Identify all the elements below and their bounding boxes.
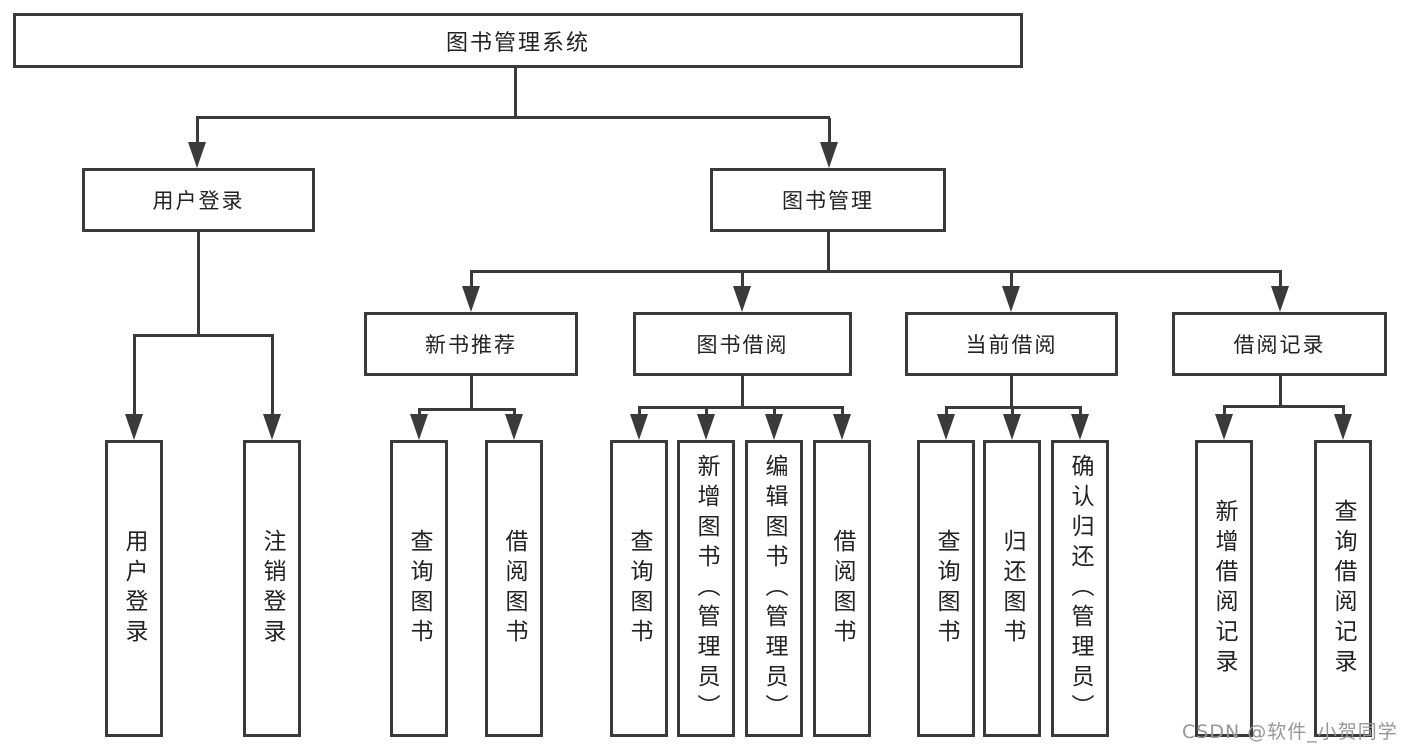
leaf-logout: 注销登录 [243,440,301,737]
connector-section-stub [1010,376,1013,408]
arrow-down-icon [1003,414,1021,440]
connector-drop [133,336,136,416]
connector-group-bar [638,406,844,409]
arrow-down-icon [125,414,143,440]
connector-drop [1079,408,1082,416]
connector-drop [1010,272,1013,288]
connector-drop [773,408,776,416]
leaf-search-borrow-record: 查询借阅记录 [1314,440,1372,737]
arrow-down-icon [263,414,281,440]
arrow-down-icon [697,414,715,440]
arrow-down-icon [505,414,523,440]
connector-level2-bar [196,116,830,119]
arrow-down-icon [733,286,751,312]
arrow-down-icon [630,414,648,440]
leaf-edit-books-admin: 编辑图书（管理员） [745,440,803,737]
leaf-search-books: 查询图书 [610,440,668,737]
arrow-down-icon [462,286,480,312]
connector-book-mgmt-stub [827,232,830,272]
node-book-management: 图书管理 [710,168,946,232]
connector-drop [705,408,708,416]
arrow-down-icon [820,142,838,168]
connector-drop [1279,272,1282,288]
leaf-borrow-books: 借阅图书 [813,440,871,737]
node-user-login: 用户登录 [82,168,315,232]
connector-drop [741,272,744,288]
csdn-watermark: CSDN @软件_小贺同学 [1182,721,1398,743]
arrow-down-icon [1334,414,1352,440]
arrow-down-icon [937,414,955,440]
connector-group-bar [418,408,516,411]
arrow-down-icon [188,142,206,168]
connector-user-login-stub [197,232,200,336]
arrow-down-icon [765,414,783,440]
leaf-return-books: 归还图书 [983,440,1041,737]
connector-drop [828,118,831,144]
connector-level3-bar [470,270,1282,273]
node-borrow-records: 借阅记录 [1172,312,1387,376]
node-root: 图书管理系统 [13,13,1023,68]
connector-section-stub [1279,376,1282,407]
connector-drop [271,336,274,416]
connector-root-stub [514,68,517,119]
connector-drop [1223,407,1226,416]
connector-drop [1011,408,1014,416]
connector-section-stub [470,376,473,410]
node-book-borrow: 图书借阅 [633,312,852,376]
connector-group-bar [945,406,1082,409]
connector-drop [841,408,844,416]
leaf-search-books: 查询图书 [390,440,448,737]
leaf-add-borrow-record: 新增借阅记录 [1195,440,1253,737]
connector-drop [470,272,473,288]
connector-group-bar [133,334,274,337]
connector-drop [1342,407,1345,416]
arrow-down-icon [833,414,851,440]
arrow-down-icon [1071,414,1089,440]
connector-section-stub [741,376,744,408]
connector-drop [513,410,516,416]
leaf-search-books: 查询图书 [917,440,975,737]
connector-drop [945,408,948,416]
leaf-borrow-books: 借阅图书 [485,440,543,737]
arrow-down-icon [410,414,428,440]
leaf-add-books-admin: 新增图书（管理员） [677,440,735,737]
connector-group-bar [1223,405,1345,408]
arrow-down-icon [1271,286,1289,312]
node-current-borrow: 当前借阅 [905,312,1118,376]
arrow-down-icon [1215,414,1233,440]
connector-drop [418,410,421,416]
connector-drop [638,408,641,416]
connector-drop [196,118,199,144]
node-new-book-recommend: 新书推荐 [364,312,578,376]
leaf-user-login: 用户登录 [105,440,163,737]
arrow-down-icon [1002,286,1020,312]
leaf-confirm-return-admin: 确认归还（管理员） [1051,440,1109,737]
